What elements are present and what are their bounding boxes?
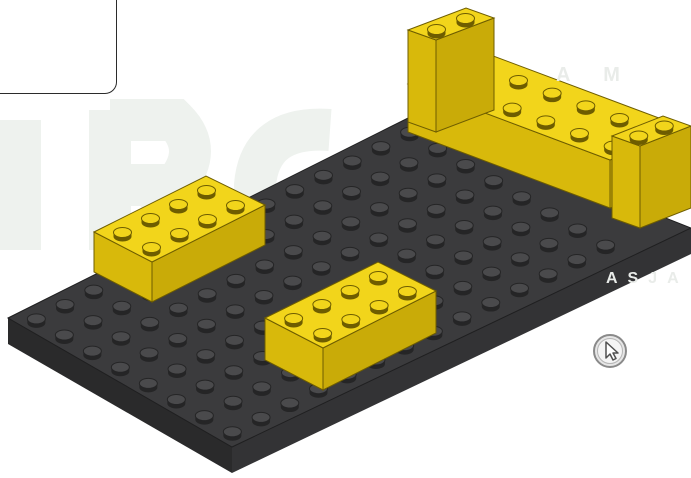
brick-2x2-tall — [408, 8, 494, 132]
cursor-arrow-icon — [591, 332, 629, 370]
callout-box — [0, 0, 117, 94]
watermark-text-b: ASJA — [606, 270, 689, 288]
cursor-button[interactable] — [591, 332, 629, 370]
brick-2x2-right — [612, 116, 691, 228]
watermark-text-a: A M — [556, 64, 634, 87]
